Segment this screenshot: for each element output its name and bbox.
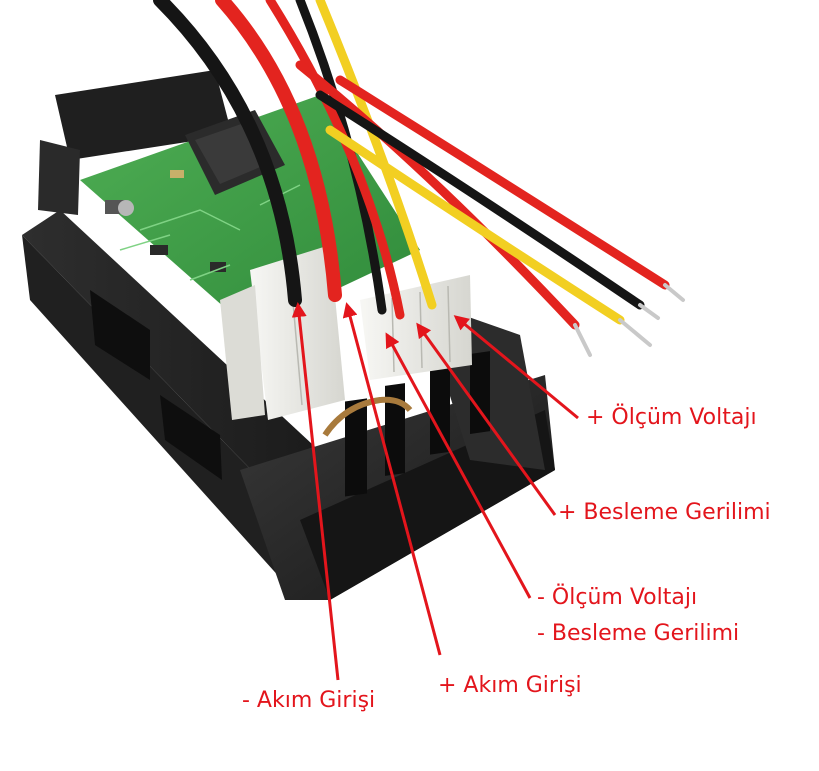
- module-housing: [22, 70, 555, 600]
- annotation-arrows: [291, 302, 579, 681]
- arrow-akim-girisi-minus: [291, 302, 340, 681]
- arrow-olcum-voltaji-plus: [453, 315, 579, 420]
- label-besleme-gerilimi-plus: + Besleme Gerilimi: [558, 500, 771, 525]
- label-akim-girisi-minus: - Akım Girişi: [242, 688, 376, 713]
- label-besleme-gerilimi-minus: - Besleme Gerilimi: [537, 621, 740, 646]
- arrow-besleme-gerilimi-plus: [416, 322, 557, 516]
- label-olcum-voltaji-plus: + Ölçüm Voltajı: [586, 405, 757, 430]
- label-olcum-voltaji-minus: - Ölçüm Voltajı: [537, 585, 698, 610]
- arrow-olcum-besleme-minus: [385, 332, 532, 599]
- label-akim-girisi-plus: + Akım Girişi: [438, 673, 582, 698]
- arrow-akim-girisi-plus: [342, 302, 442, 656]
- connector-blocks: [220, 245, 472, 437]
- wires: [153, 0, 685, 357]
